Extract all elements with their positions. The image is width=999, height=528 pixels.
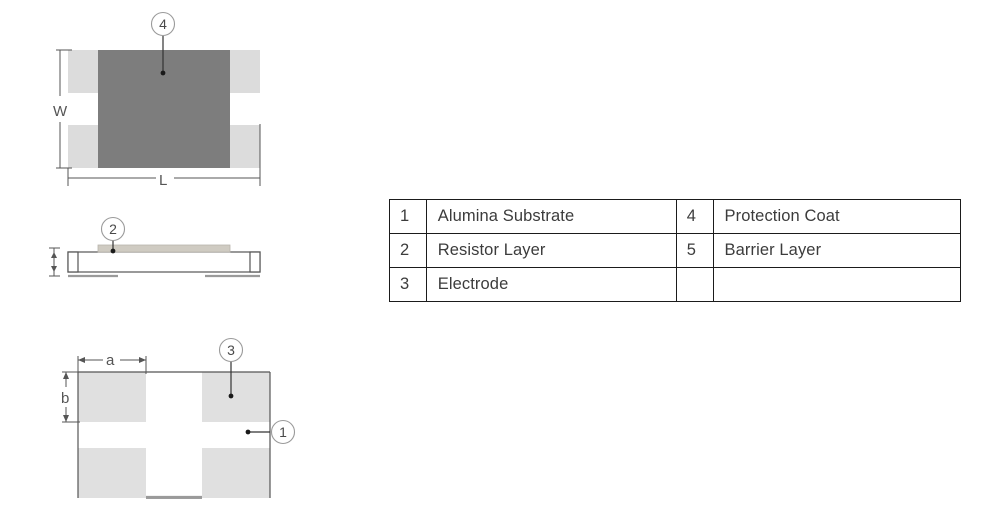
legend-label-4: Protection Coat xyxy=(712,199,962,234)
bottom-view-callout-3: 3 xyxy=(218,337,244,399)
bottom-view-callout-1: 1 xyxy=(245,419,296,445)
side-view-callout-2-anchor-dot xyxy=(110,248,116,254)
bottom-view-outline xyxy=(77,371,271,499)
top-view-diagram: W L 4 xyxy=(52,11,261,189)
bottom-view-pad-bottom-left xyxy=(78,448,146,498)
bottom-view-pad-top-left xyxy=(78,372,146,422)
bottom-view-pad-bottom-right xyxy=(202,448,270,498)
side-view-substrate xyxy=(67,251,261,273)
legend-number-2: 2 xyxy=(389,233,427,268)
side-view-callout-2-number: 2 xyxy=(109,221,117,237)
side-view-left-termination xyxy=(67,251,79,273)
bottom-view-dimension-b-label: b xyxy=(61,390,69,407)
bottom-view-diagram: a b 3 xyxy=(58,337,296,499)
top-view-right-gap xyxy=(230,93,260,125)
side-view-right-termination xyxy=(249,251,261,273)
bottom-view-callout-1-anchor-dot xyxy=(245,429,251,435)
top-view-callout-4-number: 4 xyxy=(159,16,167,32)
legend-number-3: 3 xyxy=(389,267,427,302)
table-row: 2 Resistor Layer 5 Barrier Layer xyxy=(389,233,962,268)
legend-number-5: 5 xyxy=(675,233,714,268)
side-view-callout-2: 2 xyxy=(100,216,126,254)
top-view-length-label: L xyxy=(159,172,167,189)
bottom-view-callout-3-anchor-dot xyxy=(228,393,234,399)
legend-number-empty xyxy=(675,267,714,302)
table-row: 3 Electrode xyxy=(389,267,962,302)
top-view-callout-4-circle xyxy=(150,11,176,37)
legend-number-4: 4 xyxy=(675,199,714,234)
bottom-view-dimension-b: b xyxy=(58,371,80,423)
legend-label-2: Resistor Layer xyxy=(425,233,677,268)
bottom-view-callout-1-circle xyxy=(270,419,296,445)
bottom-view-dimension-a: a xyxy=(77,352,147,374)
top-view-callout-4: 4 xyxy=(150,11,176,76)
bottom-view-callout-1-number: 1 xyxy=(279,424,287,440)
legend-table: 1 Alumina Substrate 4 Protection Coat 2 … xyxy=(389,199,962,302)
legend-label-1: Alumina Substrate xyxy=(425,199,677,234)
top-view-callout-4-anchor-dot xyxy=(160,70,166,76)
bottom-view-callout-3-number: 3 xyxy=(227,342,235,358)
bottom-view-pad-top-right xyxy=(202,372,270,422)
side-view-thickness-dimension xyxy=(49,247,60,277)
table-row: 1 Alumina Substrate 4 Protection Coat xyxy=(389,199,962,234)
top-view-left-gap xyxy=(68,93,98,125)
side-view-resistor-layer xyxy=(97,244,231,253)
bottom-view-callout-3-circle xyxy=(218,337,244,363)
legend-label-empty xyxy=(712,267,962,302)
top-view-protection-coat xyxy=(98,50,230,168)
legend-number-1: 1 xyxy=(389,199,427,234)
legend-label-3: Electrode xyxy=(425,267,677,302)
top-view-length-dimension: L xyxy=(67,168,261,189)
side-view-diagram: 2 xyxy=(49,216,261,278)
legend-label-5: Barrier Layer xyxy=(712,233,962,268)
side-view-callout-2-circle xyxy=(100,216,126,242)
bottom-view-dimension-a-label: a xyxy=(106,352,115,369)
top-view-width-label: W xyxy=(53,103,68,120)
